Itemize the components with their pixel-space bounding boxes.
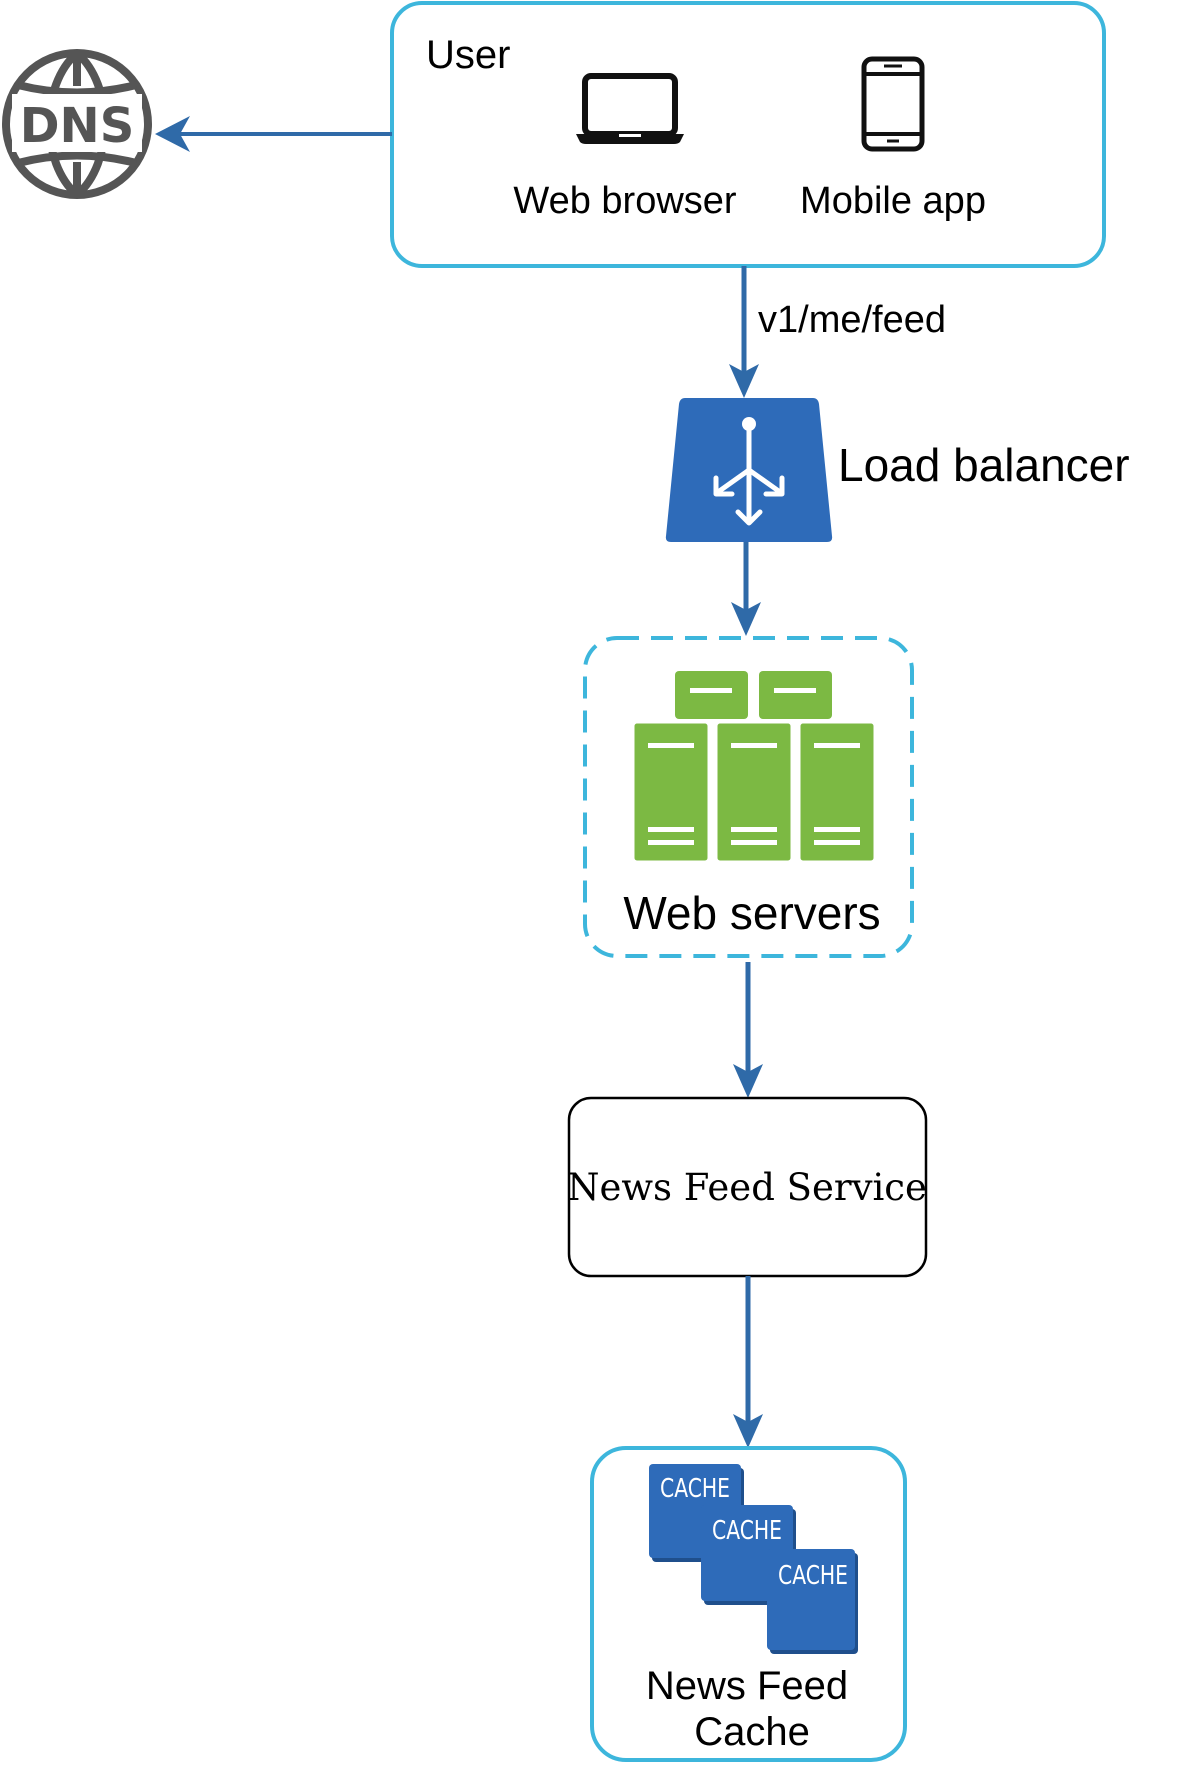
cache-tag-1: CACHE — [660, 1474, 730, 1504]
user-title: User — [426, 33, 510, 77]
news-feed-service-label: News Feed Service — [567, 1166, 927, 1209]
edge-user-to-load-balancer — [729, 266, 759, 398]
load-balancer-label: Load balancer — [838, 439, 1130, 491]
edge-web-servers-to-news-feed-service — [733, 962, 763, 1098]
user-group: User Web browser Mobile app — [390, 1, 1106, 268]
edge-request-label: v1/me/feed — [758, 299, 946, 341]
edge-user-to-dns — [155, 116, 392, 152]
web-servers-container — [583, 636, 914, 958]
web-browser-label: Web browser — [513, 180, 737, 222]
news-feed-cache-label-line1: News Feed — [646, 1664, 848, 1708]
server-rack-icon — [631, 671, 877, 864]
edge-news-feed-service-to-cache — [733, 1276, 763, 1448]
load-balancer-icon — [665, 398, 833, 542]
dns-label: DNS — [20, 98, 135, 154]
cache-tag-3: CACHE — [778, 1561, 848, 1591]
cache-tag-2: CACHE — [712, 1516, 782, 1546]
edge-load-balancer-to-web-servers — [731, 542, 761, 636]
news-feed-service-node: News Feed Service — [567, 1096, 928, 1278]
web-servers-node: Web servers — [583, 636, 914, 958]
cache-icon: CACHE CACHE CACHE — [649, 1464, 858, 1654]
news-feed-cache-label-line2: Cache — [694, 1710, 810, 1754]
smartphone-icon — [861, 56, 925, 152]
laptop-icon — [576, 73, 684, 144]
news-feed-cache-node: CACHE CACHE CACHE News Feed Cache — [590, 1446, 907, 1762]
load-balancer-node: Load balancer — [665, 398, 1130, 542]
mobile-app-label: Mobile app — [800, 180, 986, 222]
dns-node: DNS — [2, 49, 152, 199]
web-servers-label: Web servers — [623, 887, 880, 939]
